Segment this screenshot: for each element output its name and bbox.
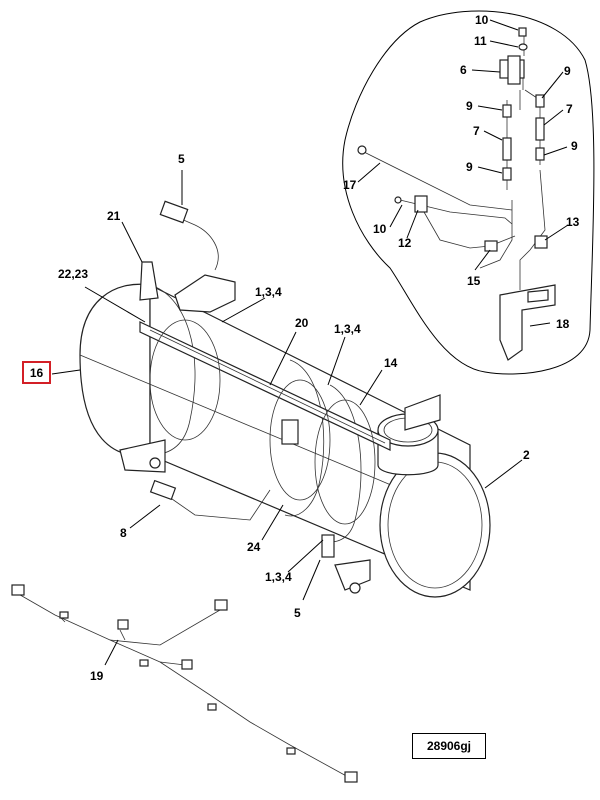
callout-9-b: 9	[466, 99, 473, 113]
callout-9-a: 9	[564, 64, 571, 78]
highlighted-callout-box[interactable]	[22, 361, 51, 384]
callout-17: 17	[343, 178, 357, 192]
callout-8: 8	[120, 526, 127, 540]
callout-7-a: 7	[566, 102, 573, 116]
reference-id-box: 28906gj	[412, 733, 486, 759]
callout-9-c: 9	[571, 139, 578, 153]
detail-parts	[357, 27, 556, 361]
callout-1-3-4-c: 1,3,4	[265, 570, 292, 584]
callout-10-top: 10	[475, 13, 489, 27]
leader-lines	[51, 19, 569, 666]
callout-labels: 10 11 6 9 9 7 7 9 9 17 10 12 13 15 18 5 …	[58, 13, 580, 683]
callout-5-bottom: 5	[294, 606, 301, 620]
callout-6: 6	[460, 63, 467, 77]
reference-id: 28906gj	[426, 739, 472, 753]
callout-19: 19	[90, 669, 104, 683]
callout-20: 20	[295, 316, 309, 330]
callout-9-d: 9	[466, 160, 473, 174]
callout-16[interactable]: 16	[29, 365, 44, 380]
callout-18: 18	[556, 317, 570, 331]
callout-12: 12	[398, 236, 412, 250]
detail-outline	[342, 10, 595, 375]
callout-7-b: 7	[473, 124, 480, 138]
callout-2: 2	[523, 448, 530, 462]
callout-10-bottom: 10	[373, 222, 387, 236]
callout-1-3-4-b: 1,3,4	[334, 322, 361, 336]
dpf-assembly	[79, 200, 491, 598]
callout-5-top: 5	[178, 152, 185, 166]
callout-15: 15	[467, 274, 481, 288]
callout-21: 21	[107, 209, 121, 223]
callout-24: 24	[247, 540, 261, 554]
wire-harness	[11, 584, 358, 783]
callout-22-23: 22,23	[58, 267, 88, 281]
callout-11: 11	[474, 34, 487, 48]
callout-14: 14	[384, 356, 398, 370]
callout-1-3-4-a: 1,3,4	[255, 285, 282, 299]
callout-13: 13	[566, 215, 580, 229]
